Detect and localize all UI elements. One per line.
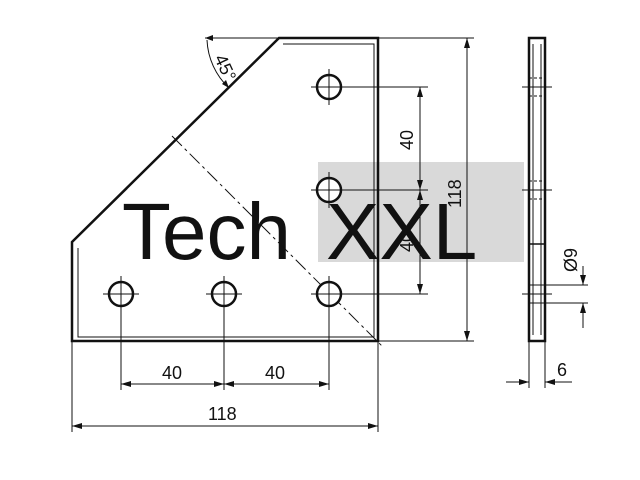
dim-bottom-right: 40: [265, 363, 285, 383]
plate-inner-edge: [77, 43, 375, 338]
thickness-arrows: [519, 379, 555, 385]
side-view: [522, 36, 588, 343]
hole-middle: [311, 172, 347, 208]
watermark-block: [318, 162, 524, 262]
angle-dimension: [205, 35, 279, 89]
vertical-dimension-arrows: [417, 38, 470, 341]
bottom-dimension-arrows: [72, 381, 378, 429]
dim-overall-width: 118: [208, 404, 237, 424]
watermark-text-tech: Tech: [122, 187, 291, 276]
dim-thickness: 6: [557, 360, 567, 380]
dim-overall-height: 118: [445, 179, 465, 208]
hole-bottom-middle: [206, 276, 242, 312]
dim-hole-diameter: Ø9: [561, 248, 581, 272]
dim-bottom-left: 40: [162, 363, 182, 383]
hole-diameter-arrows: [580, 275, 586, 313]
watermark-text-xxl: XXL: [326, 187, 477, 276]
dim-vertical-upper: 40: [397, 130, 417, 150]
dim-vertical-lower: 40: [397, 232, 417, 252]
